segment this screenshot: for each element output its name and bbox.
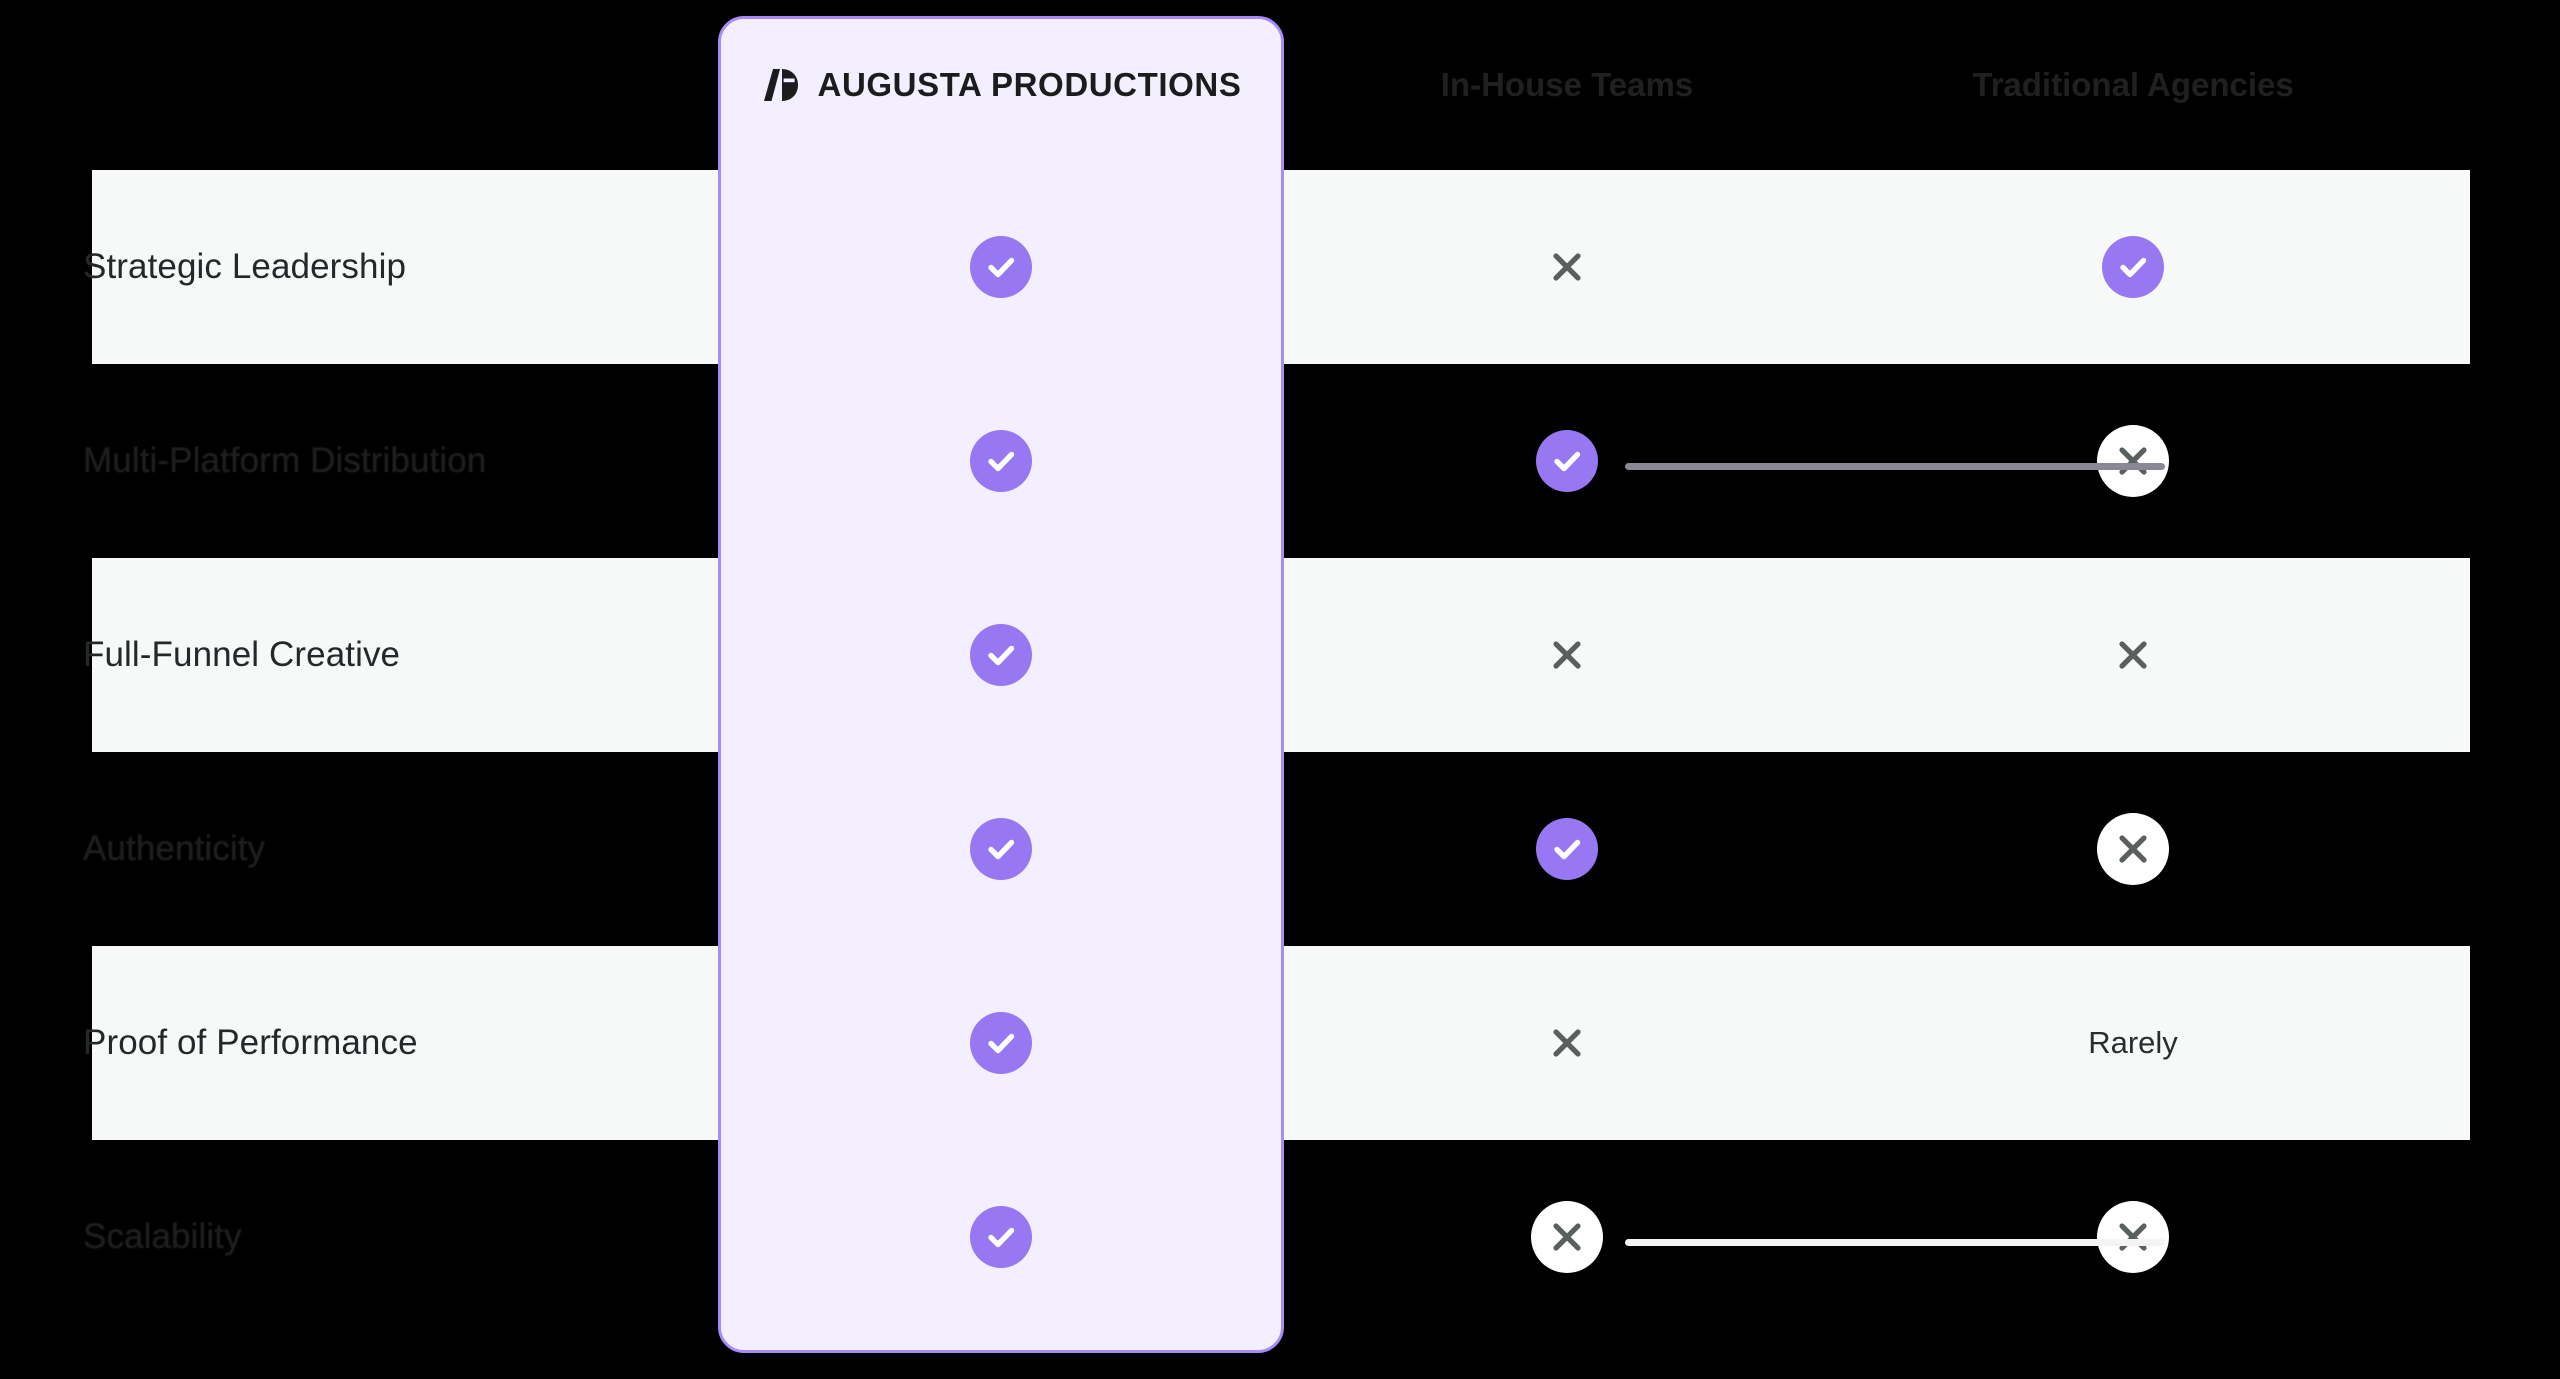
check-icon bbox=[988, 1033, 1015, 1054]
row-label: Full-Funnel Creative bbox=[83, 635, 401, 674]
check-icon bbox=[1554, 839, 1581, 860]
status-check bbox=[970, 1206, 1032, 1268]
close-icon bbox=[2119, 641, 2147, 669]
row-label: Authenticity bbox=[83, 829, 266, 868]
mark-disc bbox=[970, 624, 1032, 686]
close-icon bbox=[2119, 1223, 2147, 1251]
row-label-cell: Authenticity bbox=[0, 829, 718, 869]
cell-traditional bbox=[1850, 1201, 2416, 1273]
row-label-cell: Multi-Platform Distribution bbox=[0, 441, 718, 481]
cell-text-value: Rarely bbox=[2088, 1025, 2178, 1060]
row-label-cell: Full-Funnel Creative bbox=[0, 635, 718, 675]
check-icon bbox=[1554, 451, 1581, 472]
row-label: Multi-Platform Distribution bbox=[83, 441, 487, 480]
status-check bbox=[970, 624, 1032, 686]
close-icon bbox=[2119, 447, 2147, 475]
row-connector-line bbox=[1625, 1239, 2165, 1246]
cell-augusta bbox=[718, 818, 1284, 880]
status-check bbox=[2102, 236, 2164, 298]
brand-name: AUGUSTA PRODUCTIONS bbox=[817, 66, 1242, 103]
cell-in-house bbox=[1284, 1012, 1850, 1074]
cell-in-house bbox=[1284, 236, 1850, 298]
row-label: Scalability bbox=[83, 1217, 242, 1256]
table-header-row: AUGUSTA PRODUCTIONS In-House Teams Tradi… bbox=[0, 0, 2560, 170]
status-cross bbox=[1531, 1201, 1603, 1273]
mark-disc bbox=[970, 236, 1032, 298]
status-check bbox=[970, 236, 1032, 298]
row-label: Proof of Performance bbox=[83, 1023, 418, 1062]
brand-lockup: AUGUSTA PRODUCTIONS bbox=[761, 66, 1242, 104]
cell-augusta bbox=[718, 1012, 1284, 1074]
mark-disc bbox=[970, 430, 1032, 492]
check-icon bbox=[988, 839, 1015, 860]
status-check bbox=[970, 818, 1032, 880]
table-row: Proof of Performance Rarely bbox=[0, 946, 2560, 1140]
close-icon bbox=[2119, 835, 2147, 863]
row-label-cell: Scalability bbox=[0, 1217, 718, 1257]
table-row: Strategic Leadership bbox=[0, 170, 2560, 364]
cell-augusta bbox=[718, 236, 1284, 298]
status-cross bbox=[1536, 236, 1598, 298]
cell-in-house bbox=[1284, 430, 1850, 492]
status-cross bbox=[2097, 1201, 2169, 1273]
cell-traditional bbox=[1850, 236, 2416, 298]
cell-augusta bbox=[718, 1206, 1284, 1268]
header-cell-in-house: In-House Teams bbox=[1284, 66, 1850, 104]
close-icon bbox=[1553, 641, 1581, 669]
row-label: Strategic Leadership bbox=[83, 247, 407, 286]
mark-disc bbox=[2102, 236, 2164, 298]
table-row: Authenticity bbox=[0, 752, 2560, 946]
cell-traditional bbox=[1850, 624, 2416, 686]
header-cell-augusta: AUGUSTA PRODUCTIONS bbox=[718, 66, 1284, 104]
column-title-traditional: Traditional Agencies bbox=[1972, 66, 2294, 103]
table-row: Full-Funnel Creative bbox=[0, 558, 2560, 752]
row-label-cell: Proof of Performance bbox=[0, 1023, 718, 1063]
cell-traditional bbox=[1850, 425, 2416, 497]
column-title-in-house: In-House Teams bbox=[1440, 66, 1694, 103]
status-cross bbox=[1536, 1012, 1598, 1074]
check-icon bbox=[988, 1227, 1015, 1248]
mark-disc bbox=[970, 1012, 1032, 1074]
status-cross bbox=[2097, 813, 2169, 885]
status-cross bbox=[2102, 624, 2164, 686]
check-icon bbox=[988, 645, 1015, 666]
status-check bbox=[1536, 818, 1598, 880]
close-icon bbox=[1553, 1029, 1581, 1057]
cell-in-house bbox=[1284, 818, 1850, 880]
check-icon bbox=[988, 451, 1015, 472]
check-icon bbox=[988, 257, 1015, 278]
row-connector-line bbox=[1625, 463, 2165, 470]
cell-traditional bbox=[1850, 813, 2416, 885]
status-check bbox=[1536, 430, 1598, 492]
check-icon bbox=[2120, 257, 2147, 278]
status-cross bbox=[1536, 624, 1598, 686]
table-row: Scalability bbox=[0, 1140, 2560, 1334]
close-icon bbox=[1553, 253, 1581, 281]
mark-disc bbox=[970, 818, 1032, 880]
cell-augusta bbox=[718, 624, 1284, 686]
cell-in-house bbox=[1284, 1201, 1850, 1273]
table-row: Multi-Platform Distribution bbox=[0, 364, 2560, 558]
row-label-cell: Strategic Leadership bbox=[0, 247, 718, 287]
status-cross bbox=[2097, 425, 2169, 497]
status-check bbox=[970, 1012, 1032, 1074]
cell-traditional: Rarely bbox=[1850, 1025, 2416, 1061]
mark-disc bbox=[1536, 818, 1598, 880]
cell-augusta bbox=[718, 430, 1284, 492]
header-cell-traditional: Traditional Agencies bbox=[1850, 66, 2416, 104]
close-icon bbox=[1553, 1223, 1581, 1251]
cell-in-house bbox=[1284, 624, 1850, 686]
mark-disc bbox=[1536, 430, 1598, 492]
ad-monogram-icon bbox=[763, 69, 798, 101]
mark-disc bbox=[970, 1206, 1032, 1268]
status-check bbox=[970, 430, 1032, 492]
